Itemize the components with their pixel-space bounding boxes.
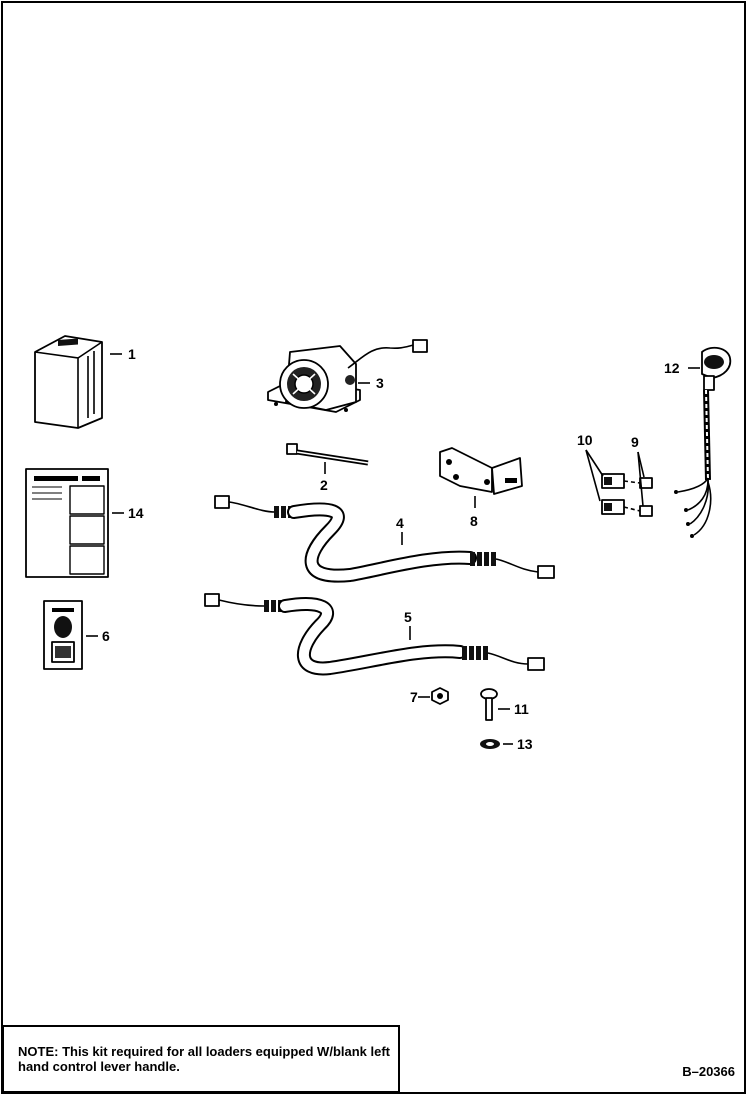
callout-7: 7 bbox=[410, 689, 418, 705]
callout-1: 1 bbox=[128, 346, 136, 362]
part-4-harness bbox=[214, 495, 555, 583]
part-7-nut bbox=[431, 687, 449, 705]
part-6-decal bbox=[43, 600, 83, 670]
callout-2: 2 bbox=[320, 477, 328, 493]
callout-6: 6 bbox=[102, 628, 110, 644]
callout-4: 4 bbox=[396, 515, 404, 531]
note-label: NOTE: bbox=[18, 1044, 59, 1059]
note-text: This kit required for all loaders equipp… bbox=[18, 1044, 391, 1074]
callout-14: 14 bbox=[128, 505, 144, 521]
drawing-number: B–20366 bbox=[682, 1064, 735, 1079]
callout-8: 8 bbox=[470, 513, 478, 529]
callout-11: 11 bbox=[514, 701, 529, 717]
part-2-cable-tie bbox=[286, 443, 369, 466]
part-1-box bbox=[34, 335, 103, 429]
callout-5: 5 bbox=[404, 609, 412, 625]
leader-9b bbox=[637, 451, 644, 507]
callout-13: 13 bbox=[517, 736, 533, 752]
callout-10: 10 bbox=[577, 432, 593, 448]
part-8-bracket bbox=[439, 447, 523, 495]
part-3-alarm bbox=[267, 339, 428, 413]
part-13-washer bbox=[480, 739, 500, 749]
part-5-harness bbox=[204, 593, 545, 676]
callout-3: 3 bbox=[376, 375, 384, 391]
part-12-switch bbox=[674, 346, 732, 538]
part-9-terminals bbox=[623, 477, 653, 517]
part-10-connectors bbox=[601, 473, 625, 515]
part-14-instruction-sheet bbox=[25, 468, 109, 578]
callout-9: 9 bbox=[631, 434, 639, 450]
note-box: NOTE: This kit required for all loaders … bbox=[2, 1025, 400, 1093]
leader-10a bbox=[585, 449, 604, 477]
leader-10b bbox=[585, 449, 601, 502]
part-11-bolt bbox=[480, 688, 498, 721]
callout-12: 12 bbox=[664, 360, 680, 376]
